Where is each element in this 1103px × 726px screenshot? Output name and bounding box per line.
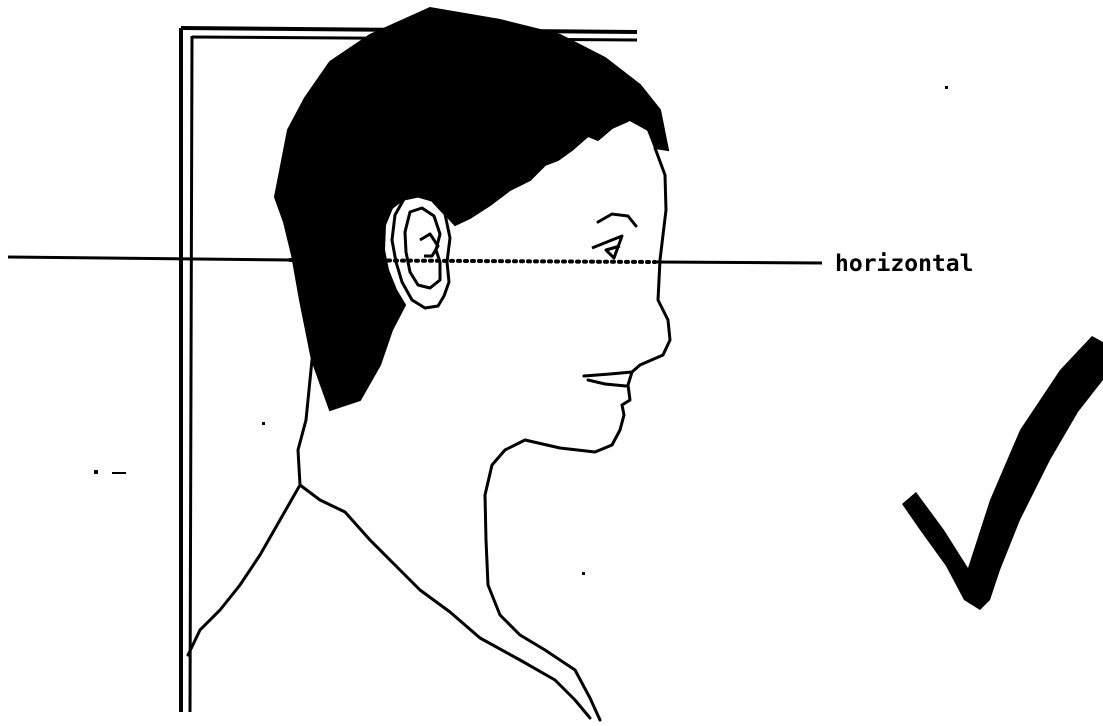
reference-line-dotted-segment bbox=[290, 260, 655, 262]
neck-and-shoulder bbox=[298, 360, 590, 718]
face-profile bbox=[485, 148, 670, 720]
eyebrow bbox=[598, 214, 636, 226]
frame-vertical-post-inner bbox=[190, 36, 192, 712]
shoulder-front-line bbox=[188, 485, 300, 655]
mouth bbox=[584, 372, 632, 386]
eye bbox=[592, 236, 622, 258]
horizontal-label: horizontal bbox=[835, 251, 973, 277]
checkmark-icon bbox=[902, 336, 1103, 610]
hair bbox=[275, 8, 668, 410]
reference-line-left-segment bbox=[8, 257, 290, 260]
reference-line-right-segment bbox=[655, 262, 822, 263]
ear bbox=[392, 196, 450, 308]
